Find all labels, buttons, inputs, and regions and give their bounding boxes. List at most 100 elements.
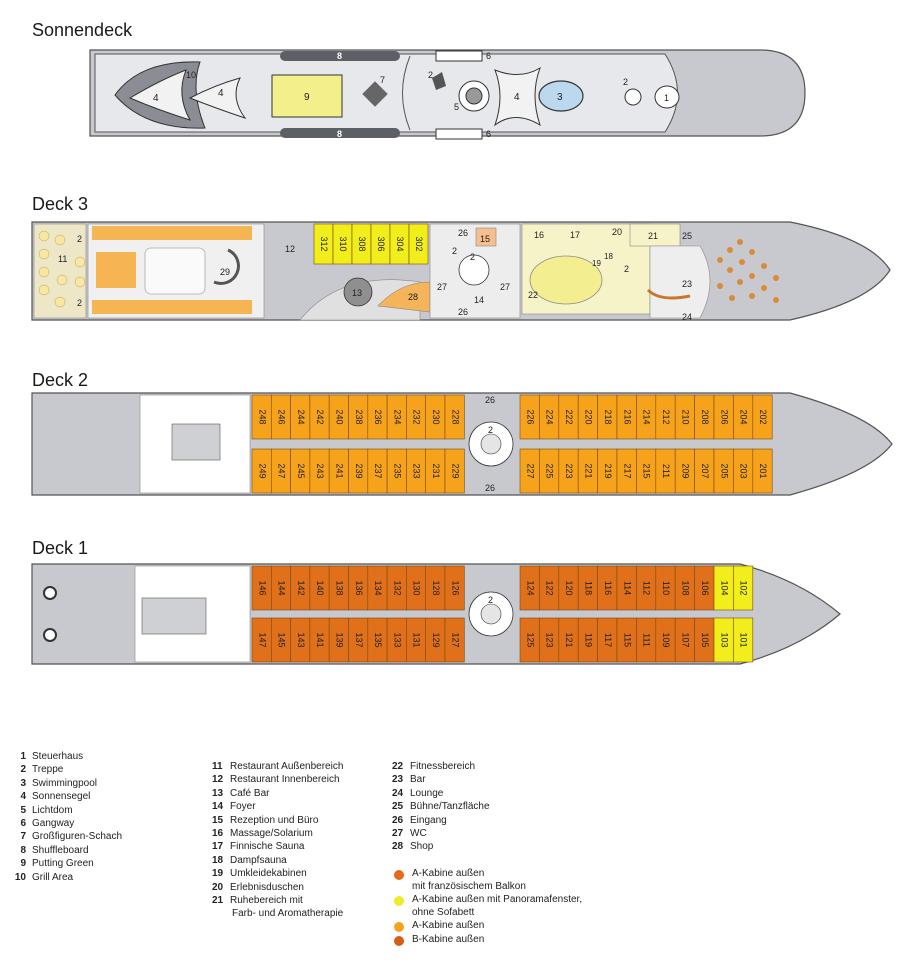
legend-text: Café Bar <box>230 787 270 799</box>
cabin-237 <box>367 448 388 494</box>
cabin-239 <box>348 448 369 494</box>
cabin-label-208: 208 <box>700 409 710 424</box>
sun-label-7: 7 <box>380 75 385 85</box>
cabin-label-244: 244 <box>296 409 306 424</box>
cabin-104 <box>713 565 734 611</box>
sun-label-4c: 4 <box>514 92 520 103</box>
cabin-label-245: 245 <box>296 463 306 478</box>
cabin-121 <box>558 617 579 663</box>
cabin-141 <box>309 617 330 663</box>
sun-label-10: 10 <box>186 70 196 80</box>
deck3-label-29: 29 <box>220 267 230 277</box>
cabin-243 <box>309 448 330 494</box>
deck3-label-26a: 26 <box>458 228 468 238</box>
deck3-label-19: 19 <box>592 259 601 268</box>
legend-text: Rezeption und Büro <box>230 814 319 826</box>
legend-number: 14 <box>212 801 224 813</box>
legend-text: Großfiguren-Schach <box>32 831 123 843</box>
cabin-145 <box>270 617 291 663</box>
cabin-234 <box>386 394 407 440</box>
cabin-207 <box>694 448 715 494</box>
cabin-label-234: 234 <box>392 409 402 424</box>
sun-label-6b: 6 <box>486 129 491 139</box>
cabin-211 <box>655 448 676 494</box>
cabin-label-217: 217 <box>622 463 632 478</box>
cabin-label-306: 306 <box>376 236 386 251</box>
cabin-108 <box>674 565 695 611</box>
legend-text: Finnische Sauna <box>230 841 305 853</box>
legend-text: Umkleidekabinen <box>230 868 307 880</box>
cabin-label-247: 247 <box>277 463 287 478</box>
cabin-302 <box>408 223 429 265</box>
cabin-label-233: 233 <box>412 463 422 478</box>
cabin-key-swatch <box>394 896 404 906</box>
legend-text: Shuffleboard <box>32 844 89 856</box>
cabin-label-201: 201 <box>758 463 768 478</box>
cabin-103 <box>713 617 734 663</box>
cabin-label-216: 216 <box>622 409 632 424</box>
cabin-key-swatch <box>394 935 404 946</box>
deck3-label-24: 24 <box>682 312 692 322</box>
legend-item-15: 15 Rezeption und Büro <box>212 814 343 827</box>
cabin-304 <box>389 223 410 265</box>
cabin-240 <box>328 394 349 440</box>
cabin-label-139: 139 <box>334 632 344 647</box>
cabin-label-248: 248 <box>257 409 267 424</box>
cabin-109 <box>655 617 676 663</box>
deck3-label-11: 11 <box>58 254 67 264</box>
sun-label-8b: 8 <box>337 129 342 139</box>
cabin-label-119: 119 <box>584 633 594 647</box>
legend-text: Bühne/Tanzfläche <box>410 801 490 813</box>
cabin-212 <box>655 394 676 440</box>
cabin-232 <box>406 394 426 440</box>
cabin-308 <box>351 223 372 265</box>
cabin-label-136: 136 <box>354 580 364 595</box>
cabin-215 <box>636 448 657 494</box>
legend-number: 24 <box>392 787 404 799</box>
cabin-label-143: 143 <box>296 632 306 647</box>
cabin-label-240: 240 <box>334 409 344 424</box>
legend-item-13: 13 Café Bar <box>212 787 343 800</box>
cabin-137 <box>348 617 369 663</box>
legend-number: 18 <box>212 854 224 866</box>
legend-number: 15 <box>212 814 224 826</box>
legend-text: Shop <box>410 841 434 853</box>
cabin-key-sublabel: ohne Sofabett <box>412 906 475 918</box>
legend-number: 21 <box>212 895 224 907</box>
sundeck-title: Sonnendeck <box>32 20 133 40</box>
legend-number: 3 <box>20 777 26 789</box>
cabin-label-218: 218 <box>603 409 613 424</box>
cabin-label-302: 302 <box>414 236 424 251</box>
cabin-132 <box>386 565 407 611</box>
cabin-111 <box>636 617 657 663</box>
cabin-label-246: 246 <box>277 409 287 424</box>
cabin-label-138: 138 <box>334 580 344 595</box>
deck3-label-14: 14 <box>474 295 484 305</box>
cabin-key-item-2: A-Kabine außen mit Panoramafenster,ohne … <box>392 894 582 919</box>
cabin-107 <box>674 617 695 663</box>
legend-number: 13 <box>212 787 224 799</box>
cabin-209 <box>674 448 695 494</box>
cabin-label-134: 134 <box>373 580 383 595</box>
cabin-116 <box>597 565 618 611</box>
deck3-label-21: 21 <box>648 231 658 241</box>
cabin-label-145: 145 <box>277 632 287 647</box>
legend-text: Grill Area <box>32 871 74 883</box>
cabin-112 <box>636 565 657 611</box>
cabin-label-116: 116 <box>603 581 613 595</box>
cabin-label-109: 109 <box>661 632 671 647</box>
legend-text: Sonnensegel <box>32 791 91 803</box>
cabin-125 <box>519 617 540 663</box>
cabin-key-swatch <box>394 870 404 880</box>
cabin-124 <box>519 565 540 611</box>
deck3-label-18: 18 <box>604 252 613 261</box>
sun-label-9: 9 <box>304 92 310 103</box>
cabin-label-137: 137 <box>354 632 364 647</box>
